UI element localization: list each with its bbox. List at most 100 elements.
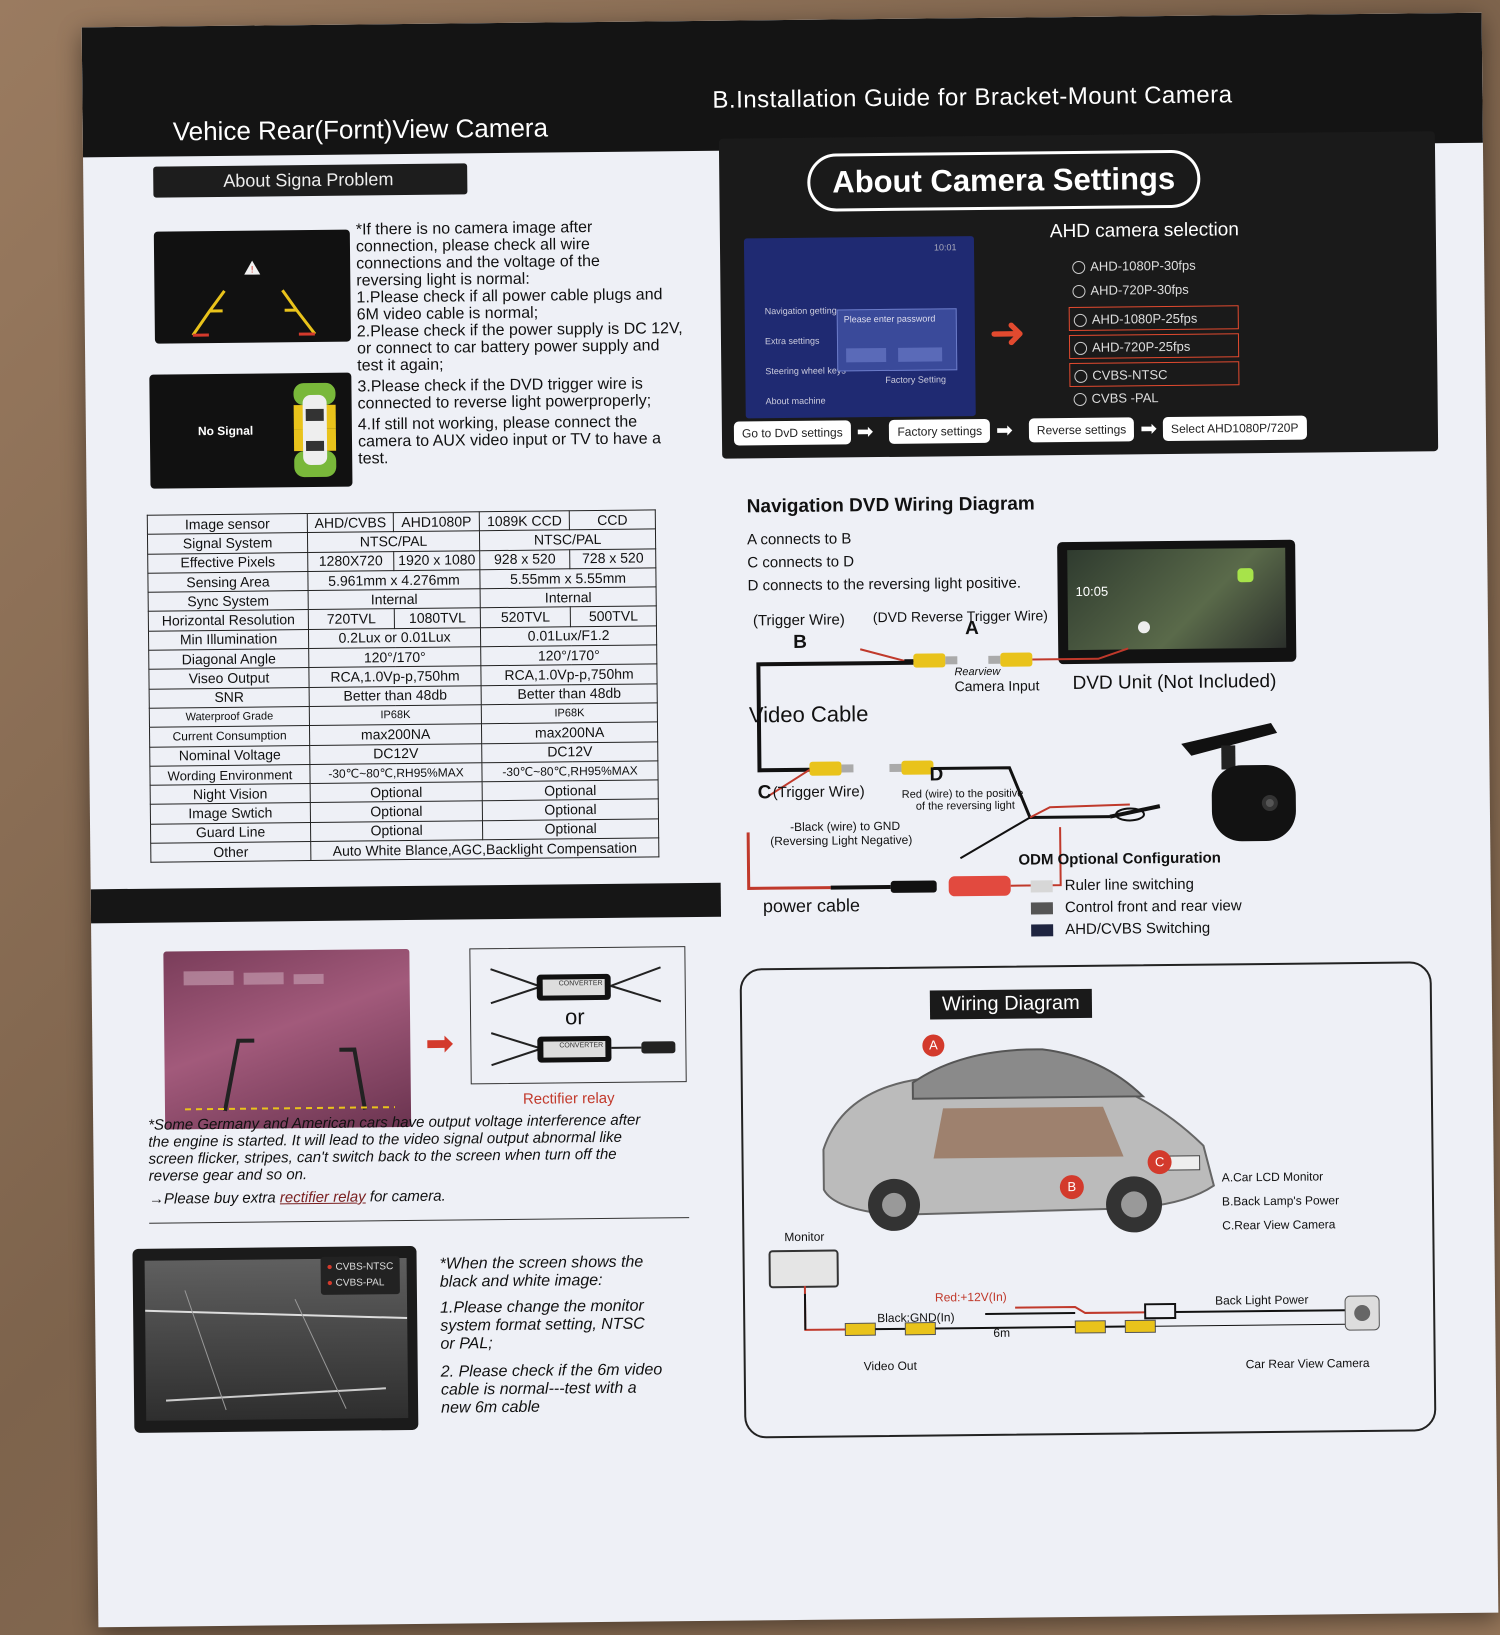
bw-line: new 6m cable <box>441 1398 540 1417</box>
cvbs-overlay-menu: ● CVBS-NTSC ● CVBS-PAL <box>320 1256 400 1295</box>
odm-item: Ruler line switching <box>1030 873 1242 897</box>
interference-photo <box>163 948 412 1130</box>
wiring-diagram-title: Wiring Diagram <box>929 988 1092 1020</box>
wiring-diagram-box: Wiring Diagram A B C A.Car LCD Monitor B… <box>739 961 1437 1439</box>
power-cable-label: power cable <box>762 895 861 917</box>
dvd-app-icon <box>1237 568 1254 583</box>
nav-wiring-lines: A connects to B C connects to D D connec… <box>747 526 1021 598</box>
odm-swatch <box>1030 880 1053 893</box>
screen-time: 10:01 <box>933 242 957 253</box>
ahd-option[interactable]: CVBS-NTSC <box>1069 361 1240 388</box>
buy-relay-line: →Please buy extra rectifier relay for ca… <box>148 1187 446 1208</box>
rear-camera-image <box>1151 715 1302 847</box>
monitor-label: Monitor <box>784 1229 825 1245</box>
right-title: B.Installation Guide for Bracket-Mount C… <box>712 81 1233 114</box>
rectifier-note: *Some Germany and American cars have out… <box>148 1111 689 1208</box>
black-label: Black:GND(In) <box>877 1310 955 1326</box>
ahd-option[interactable]: AHD-720P-30fps <box>1068 277 1238 303</box>
wiring-line: A connects to B <box>746 530 852 549</box>
rearview-line2: Camera Input <box>954 677 1040 695</box>
legend-item: C.Rear View Camera <box>1222 1217 1336 1233</box>
factory-setting-label: Factory Setting <box>885 374 946 385</box>
parking-lines-graphic: ! <box>191 260 317 337</box>
marker-b-badge: B <box>1059 1174 1084 1200</box>
step-button-dvd-settings[interactable]: Go to DvD settings <box>733 419 851 446</box>
marker-c-badge: C <box>1147 1150 1172 1175</box>
legend-item: A.Car LCD Monitor <box>1221 1169 1324 1185</box>
rearview-line1: Rearview <box>954 665 1001 679</box>
odm-swatch <box>1031 924 1054 937</box>
marker-a-badge: A <box>922 1034 945 1057</box>
car-top-view-icon <box>293 382 337 478</box>
no-signal-image: No Signal <box>149 372 353 489</box>
ahd-options-list: AHD-1080P-30fps AHD-720P-30fps AHD-1080P… <box>1068 253 1240 411</box>
arrow-right-icon: ➡ <box>996 419 1014 442</box>
red-arrow-icon: ➡ <box>425 1024 455 1063</box>
dialog-ok-button[interactable] <box>846 347 887 363</box>
rectifier-relay-link[interactable]: rectifier relay <box>279 1188 366 1207</box>
screen-item: Steering wheel keys <box>765 365 846 377</box>
bw-line: system format setting, NTSC <box>440 1315 645 1335</box>
dvd-unit-label: DVD Unit (Not Included) <box>1072 670 1277 695</box>
legend-item: B.Back Lamp's Power <box>1221 1193 1340 1209</box>
ahd-option[interactable]: AHD-1080P-25fps <box>1068 305 1239 332</box>
dvd-settings-screen: 10:01 Navigation getting Extra settings … <box>743 236 976 419</box>
instruction-sheet: Vehice Rear(Fornt)View Camera B.Installa… <box>81 12 1499 1628</box>
svg-text:!: ! <box>250 266 254 276</box>
step-button-factory-settings[interactable]: Factory settings <box>889 418 991 444</box>
relay-box-text: CONVERTER <box>558 979 603 988</box>
camera-settings-title: About Camera Settings <box>807 149 1201 212</box>
arrow-right-icon: ➡ <box>1140 418 1158 441</box>
arrow-right-icon: ➡ <box>856 421 874 444</box>
black-wire-line2: (Reversing Light Negative) <box>770 832 913 849</box>
ahd-option[interactable]: AHD-720P-25fps <box>1068 333 1240 360</box>
back-light-label: Back Light Power <box>1214 1292 1309 1308</box>
no-signal-text: No Signal <box>197 423 254 439</box>
settings-steps: Go to DvD settings ➡ Factory settings ➡ … <box>733 415 1307 446</box>
screen-item: Navigation getting <box>764 305 837 317</box>
warning-triangle-icon <box>244 260 261 275</box>
overlay-option: ● CVBS-NTSC <box>326 1261 394 1273</box>
dvd-time: 10:05 <box>1075 583 1109 599</box>
divider <box>149 1217 690 1224</box>
video-cable-diagram <box>746 647 1161 897</box>
left-title: Vehice Rear(Fornt)View Camera <box>172 112 549 147</box>
red-label: Red:+12V(In) <box>934 1289 1007 1305</box>
step-button-select-ahd[interactable]: Select AHD1080P/720P <box>1162 415 1307 441</box>
or-text: or <box>564 1004 585 1030</box>
signal-instructions: *If there is no camera image after conne… <box>356 218 719 467</box>
odm-item: Control front and rear view <box>1030 895 1242 919</box>
rectifier-relay-label: Rectifier relay <box>522 1089 615 1108</box>
nav-wiring-title: Navigation DVD Wiring Diagram <box>746 493 1035 518</box>
odm-title: ODM Optional Configuration <box>1018 849 1221 869</box>
reverse-guide-lines <box>183 970 395 1112</box>
ahd-option[interactable]: AHD-1080P-30fps <box>1068 253 1238 279</box>
relay-box-text: CONVERTER <box>559 1041 604 1050</box>
ahd-option[interactable]: CVBS -PAL <box>1069 385 1239 411</box>
wire-marker-c: C <box>757 782 772 804</box>
rectifier-relay-box: CONVERTER CONVERTER or <box>469 946 687 1085</box>
ahd-selection-title: AHD camera selection <box>1049 219 1239 243</box>
camera-graphic <box>1181 722 1296 842</box>
signal-section-label: About Signa Problem <box>153 163 468 198</box>
step-button-reverse-settings[interactable]: Reverse settings <box>1028 416 1135 442</box>
left-separator-bar <box>90 882 722 924</box>
black-wire-line1: -Black (wire) to GND <box>790 818 901 834</box>
bw-instructions: *When the screen shows the black and whi… <box>440 1253 682 1418</box>
red-arrow-icon: ➜ <box>988 308 1027 358</box>
wiring-legend: A.Car LCD Monitor B.Back Lamp's Power C.… <box>1222 1164 1340 1237</box>
odm-list: Ruler line switching Control front and r… <box>1030 873 1242 941</box>
bw-screen-content <box>144 1258 409 1421</box>
password-prompt: Please enter password <box>843 313 936 325</box>
c-trigger-label: (Trigger Wire) <box>772 783 865 802</box>
camera-settings-panel: About Camera Settings AHD camera selecti… <box>718 131 1439 459</box>
screen-item: About machine <box>765 395 826 407</box>
password-dialog: Please enter password <box>836 308 958 372</box>
wire-marker-d: D <box>929 764 944 786</box>
dialog-cancel-button[interactable] <box>898 347 943 362</box>
bw-streak-graphic <box>145 1290 408 1411</box>
bottom-wiring-graphic <box>803 1285 1380 1336</box>
